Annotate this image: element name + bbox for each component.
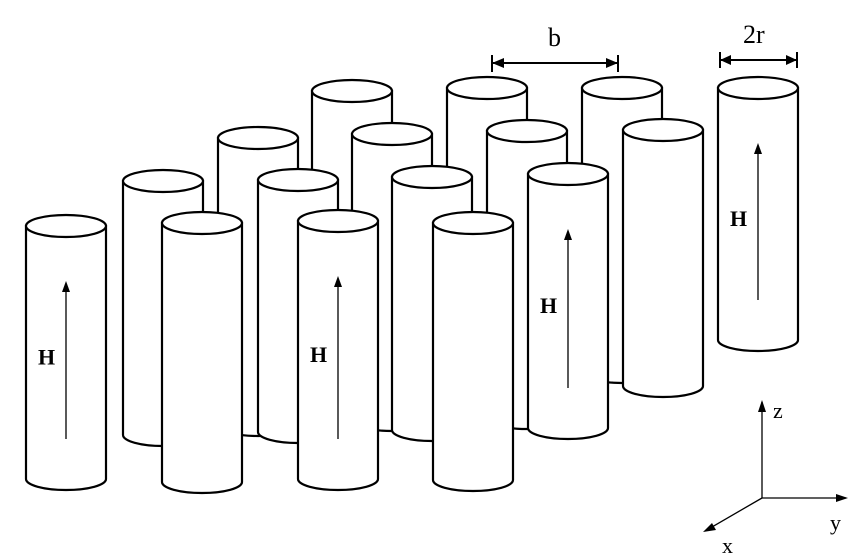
rod-body [431, 221, 515, 493]
z-axis-arrowhead [758, 400, 766, 412]
field-arrowhead [334, 276, 342, 287]
x-axis-label: x [722, 533, 733, 558]
field-label: H [730, 206, 747, 231]
diameter-arrowhead-right [786, 55, 797, 65]
rod-top [296, 208, 380, 234]
rod-top [580, 75, 664, 101]
rod-array: H H H H [24, 75, 800, 495]
rod-top [390, 164, 474, 190]
rod-top [621, 117, 705, 143]
rod-body [160, 221, 244, 495]
spacing-arrowhead-right [606, 58, 618, 68]
field-arrowhead [62, 281, 70, 292]
rod-top [160, 210, 244, 236]
field-arrowhead [564, 229, 572, 240]
rod-top [310, 78, 394, 104]
spacing-dimension: b [491, 23, 619, 72]
rod-with-field: H [296, 208, 380, 492]
rod-top [445, 75, 529, 101]
rod-with-field: H [526, 161, 610, 441]
x-axis-arrowhead [703, 523, 716, 532]
rod [621, 117, 705, 399]
rod-with-field: H [24, 213, 108, 492]
z-axis-label: z [773, 398, 783, 423]
y-axis-arrowhead [836, 494, 848, 502]
field-label: H [38, 345, 55, 370]
y-axis-label: y [830, 510, 841, 535]
rod-top [716, 75, 800, 101]
rod-top [431, 210, 515, 236]
diameter-dimension: 2r [719, 20, 798, 68]
rod-top [526, 161, 610, 187]
rod-top [24, 213, 108, 239]
rod-top [485, 118, 569, 144]
spacing-label: b [548, 23, 561, 52]
coordinate-axes: z y x [703, 398, 848, 558]
rod-body [621, 128, 705, 399]
spacing-arrowhead-left [492, 58, 504, 68]
field-label: H [310, 342, 327, 367]
diameter-arrowhead-left [720, 55, 731, 65]
rod-top [256, 167, 340, 193]
rod-top [216, 125, 300, 151]
rod-with-field: H [716, 75, 800, 353]
diameter-label: 2r [743, 20, 765, 49]
rod [431, 210, 515, 493]
rod-top [350, 121, 434, 147]
rod [160, 210, 244, 495]
x-axis-line [704, 497, 763, 532]
field-label: H [540, 293, 557, 318]
field-arrowhead [754, 143, 762, 154]
rod-top [121, 168, 205, 194]
